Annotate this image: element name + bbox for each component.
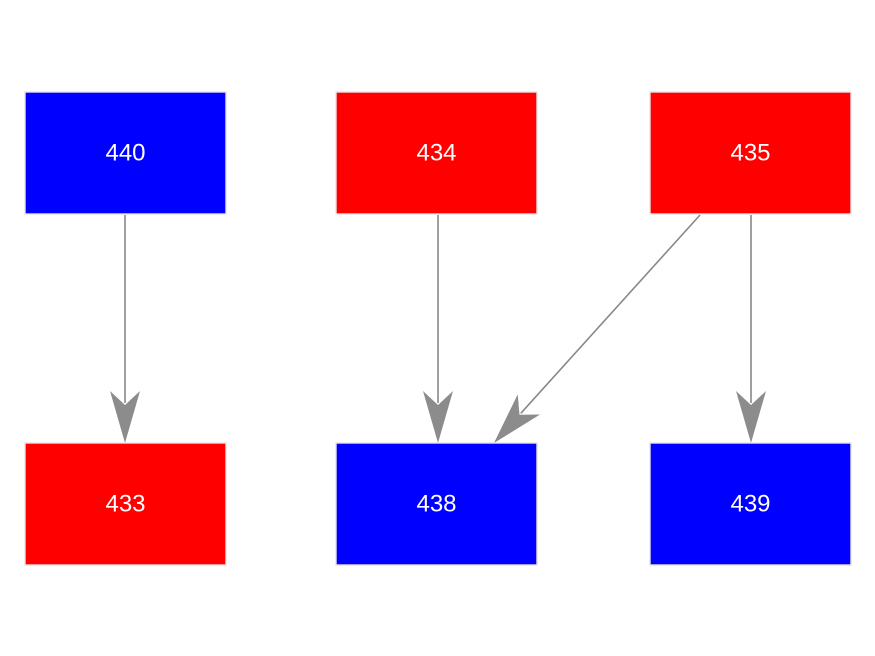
node-box[interactable] [335,442,538,566]
arrowhead-icon [494,394,540,443]
nodes-layer: 440 434 435 433 438 439 [24,91,852,566]
edge-440-to-433 [110,215,140,443]
node-box[interactable] [649,442,852,566]
node-439[interactable]: 439 [649,442,852,566]
node-box[interactable] [24,91,227,215]
node-box[interactable] [649,91,852,215]
node-435[interactable]: 435 [649,91,852,215]
node-434[interactable]: 434 [335,91,538,215]
node-438[interactable]: 438 [335,442,538,566]
arrowhead-icon [110,391,140,443]
arrowhead-icon [423,391,453,443]
node-box[interactable] [335,91,538,215]
arrowhead-icon [736,391,766,443]
edge-435-to-439 [736,215,766,443]
node-box[interactable] [24,442,227,566]
edge-line [520,214,701,414]
node-label: 435 [730,139,770,166]
node-label: 439 [730,490,770,517]
node-label: 434 [416,139,456,166]
node-label: 438 [416,490,456,517]
edge-435-to-438 [494,214,701,443]
node-433[interactable]: 433 [24,442,227,566]
node-label: 433 [105,490,145,517]
node-440[interactable]: 440 [24,91,227,215]
edges-layer [110,214,766,443]
node-label: 440 [105,139,145,166]
edge-434-to-438 [423,215,453,443]
